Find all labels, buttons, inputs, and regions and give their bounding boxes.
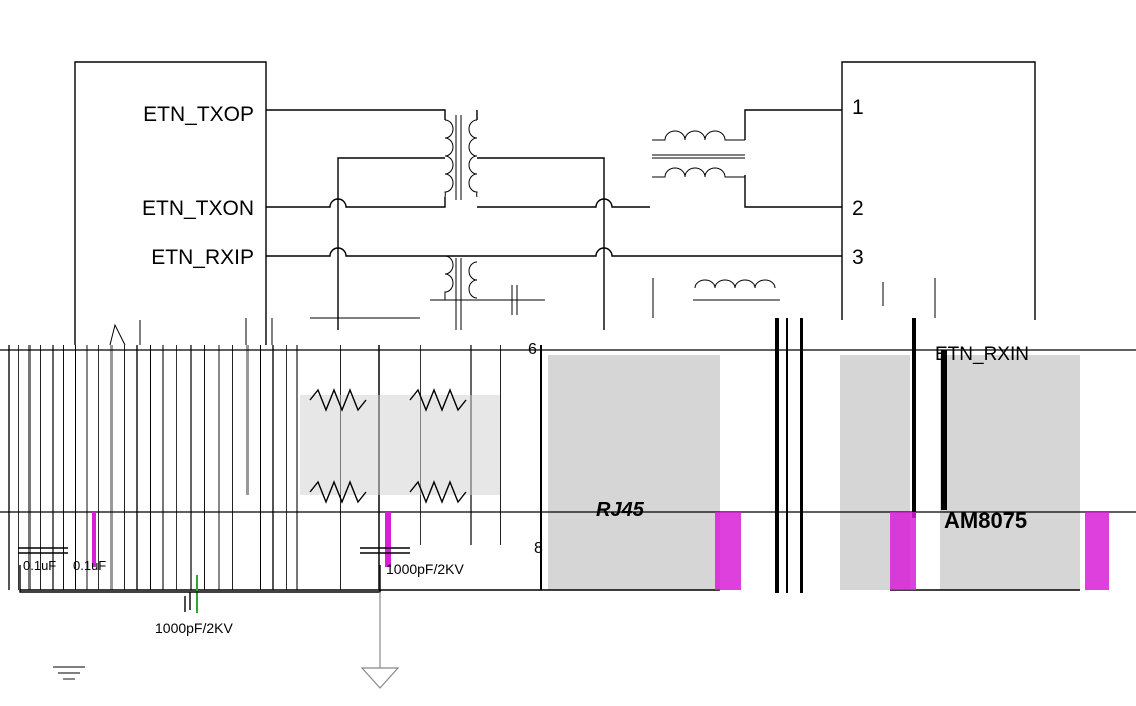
choke-top-coil	[652, 130, 745, 141]
artifact-stripe	[28, 345, 31, 590]
wire-txop-right	[744, 109, 842, 140]
cap-label-1000pf-2kv-a: 1000pF/2KV	[386, 561, 464, 577]
wire-bottom-ground-rail	[19, 565, 381, 593]
artifact-line	[109, 323, 126, 346]
pin-number-1: 1	[852, 96, 864, 119]
rx-primary-coil	[444, 255, 454, 300]
wire-txon-right	[744, 175, 842, 208]
connector-label-rj45: RJ45	[596, 499, 645, 521]
pin-number-8: 8	[534, 540, 543, 557]
pin-number-6: 6	[528, 341, 537, 358]
tx-secondary-coil	[468, 119, 478, 198]
artifact-stripe	[246, 345, 249, 495]
artifact-stripe	[110, 345, 113, 590]
part-label-am8075: AM8075	[944, 508, 1027, 533]
artifact-stripe	[86, 345, 88, 590]
bottom-ground-network: 1000pF/2KV	[19, 565, 400, 689]
artifact-stripe	[98, 345, 99, 590]
artifact-noise-block	[300, 395, 500, 495]
choke-symbol-tx	[652, 130, 745, 178]
choke-bottom-coil	[652, 167, 745, 178]
wire-rxip	[266, 247, 842, 257]
net-label-etn-rxin: ETN_RXIN	[935, 344, 1029, 365]
transformer-symbol-rx	[444, 255, 518, 330]
artifact-noise-block	[548, 355, 720, 590]
artifact-stripe	[52, 345, 54, 590]
artifact-stripe	[272, 345, 274, 590]
corrupted-top-edge	[109, 299, 545, 346]
artifact-stripe	[136, 345, 138, 590]
artifact-stripe	[232, 345, 233, 590]
artifact-green-streak	[196, 575, 198, 613]
artifact-stripe	[500, 345, 501, 545]
corrupted-region	[0, 318, 1136, 613]
artifact-magenta-streak	[1085, 512, 1109, 590]
artifact-stripe	[150, 345, 151, 590]
artifact-magenta-streak	[715, 512, 741, 590]
cap-label-0-1uf-a: 0.1uF	[23, 558, 56, 573]
resistor-symbol	[409, 480, 467, 504]
wire-center-tap-left	[337, 157, 445, 330]
choke-symbol-rx	[652, 278, 936, 318]
artifact-noise-block	[940, 355, 1080, 590]
artifact-stripe	[296, 345, 298, 590]
right-connector: 1 2 3	[841, 61, 1036, 320]
artifact-magenta-streak	[385, 512, 391, 567]
pin-label-etn-txop: ETN_TXOP	[143, 103, 254, 126]
ground-symbol	[360, 667, 400, 689]
chassis-ground-symbol	[53, 666, 85, 680]
right-connector-outline	[841, 61, 1036, 320]
artifact-stripe	[204, 345, 205, 590]
artifact-stripe	[218, 345, 220, 590]
pin-number-2: 2	[852, 197, 864, 220]
resistor-symbol-group	[309, 388, 467, 504]
artifact-stripe	[18, 345, 19, 590]
resistor-symbol	[309, 480, 367, 504]
artifact-stripe	[162, 345, 164, 590]
artifact-bar	[941, 350, 947, 510]
artifact-stripe	[540, 345, 542, 590]
artifact-bar	[775, 318, 779, 593]
artifact-stripe	[286, 345, 287, 590]
wire-center-tap-right	[477, 157, 605, 330]
transformer-symbol-tx	[444, 115, 478, 200]
signal-wires	[266, 109, 842, 330]
wire-txop-left	[266, 109, 446, 120]
capacitor-row: 0.1uF 0.1uF 1000pF/2KV	[18, 547, 464, 577]
artifact-stripe	[190, 345, 192, 590]
pin-number-3: 3	[852, 246, 864, 269]
resistor-symbol	[309, 388, 367, 412]
artifact-bar	[912, 318, 916, 518]
wire-txon-mid	[477, 198, 650, 208]
artifact-bar	[800, 318, 803, 593]
left-chip: ETN_TXOP ETN_TXON ETN_RXIP	[74, 61, 267, 345]
pin-label-etn-rxip: ETN_RXIP	[151, 246, 254, 269]
artifact-stripe	[40, 345, 41, 590]
resistor-symbol	[409, 388, 467, 412]
artifact-stripe	[63, 345, 64, 590]
cap-label-0-1uf-b: 0.1uF	[73, 558, 106, 573]
artifact-stripe	[176, 345, 177, 590]
artifact-magenta-streak	[92, 512, 96, 567]
artifact-magenta-streak	[890, 512, 916, 590]
rx-secondary-coil	[468, 261, 478, 299]
choke-rx-coil	[694, 279, 776, 289]
artifact-stripe	[8, 345, 10, 590]
artifact-stripe	[75, 345, 76, 590]
artifact-bar	[786, 318, 788, 593]
pin-label-etn-txon: ETN_TXON	[142, 197, 254, 220]
artifact-stripe	[124, 345, 125, 590]
artifact-stripe	[260, 345, 261, 590]
wire-txon-left	[266, 197, 446, 208]
cap-label-1000pf-2kv-b: 1000pF/2KV	[155, 620, 233, 636]
left-chip-outline	[74, 61, 267, 345]
tx-primary-coil	[444, 119, 454, 198]
